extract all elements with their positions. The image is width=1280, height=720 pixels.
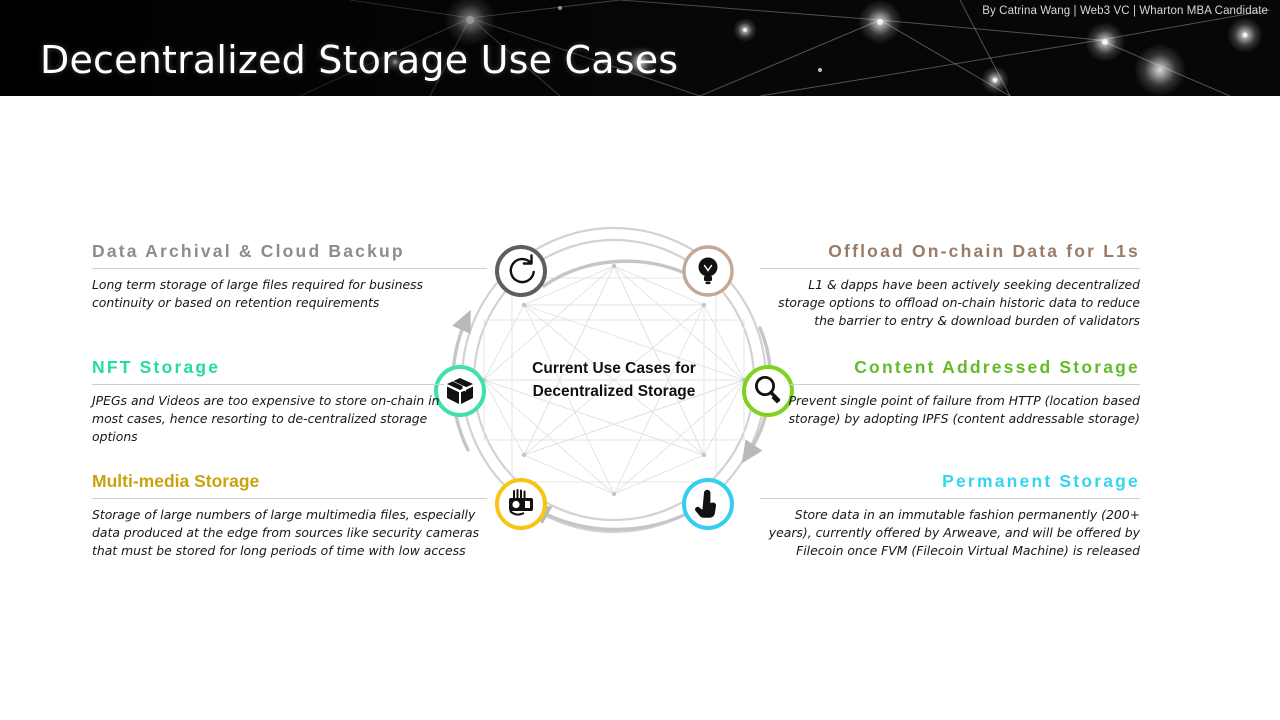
node-permanent-storage[interactable] bbox=[682, 478, 734, 530]
use-case-cycle-diagram: Current Use Cases for Decentralized Stor… bbox=[404, 210, 824, 550]
node-content-addressed[interactable] bbox=[742, 365, 794, 417]
usecase-heading-multimedia-storage: Multi-media Storage bbox=[92, 471, 260, 491]
usecase-block-nft-storage: NFT Storage JPEGs and Videos are too exp… bbox=[92, 357, 444, 446]
header-banner: Decentralized Storage Use Cases By Catri… bbox=[0, 0, 1280, 96]
page-title: Decentralized Storage Use Cases bbox=[40, 38, 679, 82]
center-label-line1: Current Use Cases for bbox=[532, 360, 696, 377]
divider-offload-onchain bbox=[760, 268, 1140, 270]
refresh-icon bbox=[509, 254, 535, 284]
usecase-block-content-addressed: Content Addressed Storage Prevent single… bbox=[788, 357, 1140, 428]
usecase-body-offload-onchain: L1 & dapps have been actively seeking de… bbox=[778, 277, 1140, 329]
network-pattern bbox=[483, 264, 746, 496]
usecase-block-offload-onchain: Offload On-chain Data for L1s L1 & dapps… bbox=[760, 241, 1140, 330]
divider-permanent-storage bbox=[760, 498, 1140, 500]
usecase-heading-nft-storage: NFT Storage bbox=[92, 357, 221, 377]
node-data-archival[interactable] bbox=[495, 245, 547, 297]
usecase-heading-offload-onchain: Offload On-chain Data for L1s bbox=[828, 241, 1140, 261]
divider-multimedia-storage bbox=[92, 498, 487, 500]
center-label-line2: Decentralized Storage bbox=[533, 383, 696, 400]
usecase-block-data-archival: Data Archival & Cloud Backup Long term s… bbox=[92, 241, 487, 312]
banner-network-background bbox=[0, 0, 1280, 96]
magnifier-icon bbox=[754, 375, 781, 404]
usecase-body-nft-storage: JPEGs and Videos are too expensive to st… bbox=[92, 393, 440, 445]
pointing-hand-icon bbox=[695, 489, 717, 518]
divider-content-addressed bbox=[788, 384, 1140, 386]
node-multimedia-storage[interactable] bbox=[495, 478, 547, 530]
usecase-body-permanent-storage: Store data in an immutable fashion perma… bbox=[768, 507, 1140, 559]
package-box-icon bbox=[447, 378, 473, 404]
usecase-block-permanent-storage: Permanent Storage Store data in an immut… bbox=[760, 471, 1140, 560]
security-camera-icon bbox=[509, 489, 533, 516]
usecase-body-content-addressed: Prevent single point of failure from HTT… bbox=[788, 393, 1140, 427]
author-byline: By Catrina Wang | Web3 VC | Wharton MBA … bbox=[982, 5, 1268, 17]
node-offload-onchain[interactable] bbox=[682, 245, 734, 297]
usecase-block-multimedia-storage: Multi-media Storage Storage of large num… bbox=[92, 471, 487, 560]
usecase-body-data-archival: Long term storage of large files require… bbox=[92, 277, 424, 311]
node-nft-storage[interactable] bbox=[434, 365, 486, 417]
usecase-heading-permanent-storage: Permanent Storage bbox=[942, 471, 1140, 491]
usecase-heading-data-archival: Data Archival & Cloud Backup bbox=[92, 241, 405, 261]
divider-data-archival bbox=[92, 268, 487, 270]
usecase-heading-content-addressed: Content Addressed Storage bbox=[854, 357, 1140, 377]
lightbulb-icon bbox=[698, 257, 718, 285]
usecase-body-multimedia-storage: Storage of large numbers of large multim… bbox=[92, 507, 480, 559]
divider-nft-storage bbox=[92, 384, 444, 386]
network-nodes bbox=[481, 263, 747, 497]
